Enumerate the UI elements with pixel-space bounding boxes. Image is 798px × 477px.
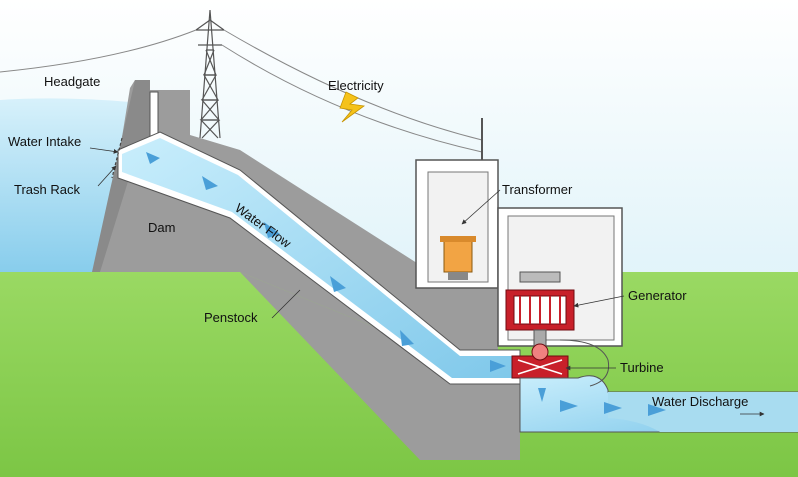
- transformer-leader: [461, 189, 501, 225]
- generator-icon: [505, 271, 575, 359]
- trash-rack-leader: [97, 165, 117, 187]
- arrow-right-icon: [146, 152, 160, 164]
- generator-leader: [573, 295, 625, 308]
- trash-rack-marker: [111, 137, 123, 179]
- arrow-right-icon: [648, 404, 666, 416]
- arrow-right-icon: [490, 360, 506, 372]
- water-intake-leader: [89, 147, 119, 154]
- arrow-right-icon: [560, 400, 578, 412]
- water-intake-label: Water Intake: [8, 134, 81, 149]
- electricity-label: Electricity: [328, 78, 384, 93]
- arrow-right-icon: [400, 330, 414, 346]
- generator-label: Generator: [628, 288, 687, 303]
- arrow-right-icon: [330, 276, 346, 292]
- turbine-icon: [511, 343, 569, 379]
- arrow-right-icon: [604, 402, 622, 414]
- arrow-down-icon: [538, 388, 546, 402]
- power-line-left: [0, 29, 197, 73]
- penstock-leader: [271, 289, 301, 319]
- headgate-label: Headgate: [44, 74, 100, 89]
- foundation: [240, 272, 520, 460]
- transformer-label: Transformer: [502, 182, 573, 197]
- turbine-label: Turbine: [620, 360, 664, 375]
- scroll-case: [559, 339, 610, 387]
- water-discharge-label: Water Discharge: [652, 394, 748, 409]
- lightning-bolt-icon: [339, 91, 366, 123]
- arrow-right-icon: [264, 222, 280, 238]
- arrow-right-icon: [202, 176, 218, 190]
- tailwater: [608, 392, 798, 432]
- dam-label: Dam: [148, 220, 175, 235]
- penstock-water: [122, 138, 518, 378]
- penstock-label: Penstock: [204, 310, 258, 325]
- flow-arrows: [146, 152, 666, 416]
- transformer-icon: [440, 236, 476, 280]
- transmission-tower-icon: [195, 9, 225, 139]
- trash-rack-label: Trash Rack: [14, 182, 80, 197]
